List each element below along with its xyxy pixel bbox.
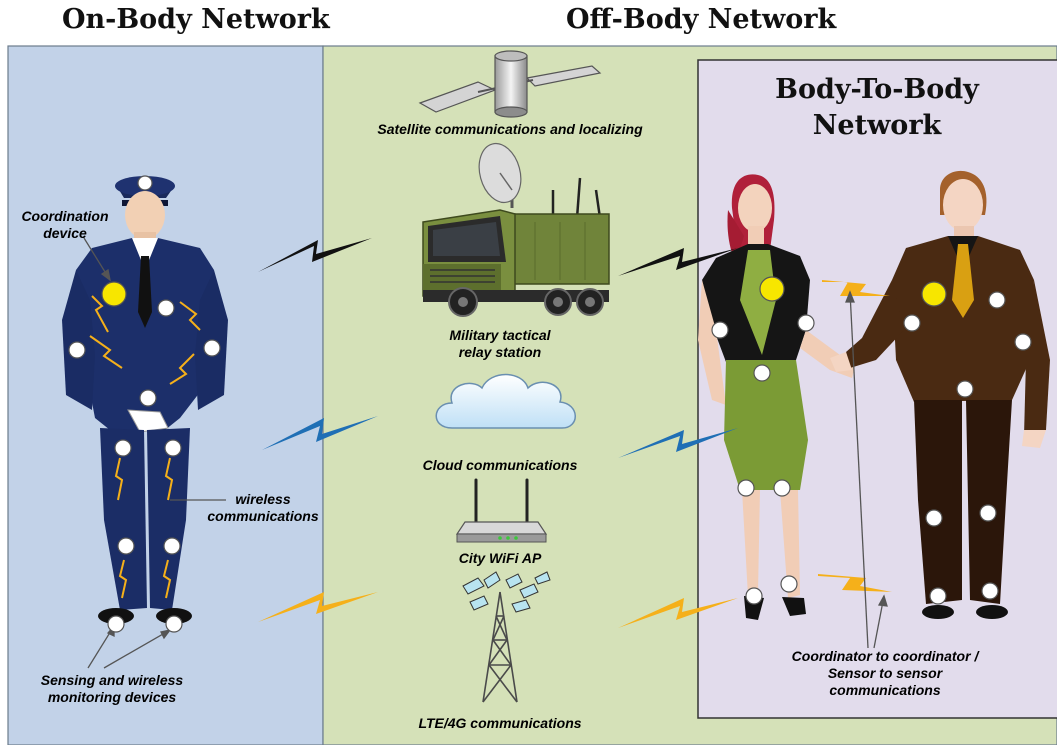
body-to-body-title-line2: Network xyxy=(812,110,942,141)
wifi-ap-label: City WiFi AP xyxy=(458,550,542,566)
coordinator-to-coordinator-label: Coordinator to coordinator / Sensor to s… xyxy=(760,648,1010,699)
c2c-label-line1: Coordinator to coordinator / xyxy=(791,648,979,664)
sensing-devices-label: Sensing and wireless monitoring devices xyxy=(12,672,212,706)
man-figure xyxy=(830,170,1050,619)
cloud-label: Cloud communications xyxy=(422,457,578,473)
link-bolt-blue-left xyxy=(262,416,378,450)
wireless-communications-label: wireless communications xyxy=(198,491,328,525)
wireless-label-line2: communications xyxy=(207,508,319,524)
annotation-arrows xyxy=(83,237,888,669)
link-bolt-blue-right xyxy=(618,428,738,458)
cloud-icon xyxy=(435,373,576,429)
link-bolt-orange-right xyxy=(618,598,738,628)
military-label-line1: Military tactical xyxy=(449,327,551,343)
b2b-bolt-top xyxy=(822,280,890,296)
link-bolt-black-left xyxy=(258,238,372,272)
lte-label: LTE/4G communications xyxy=(418,715,582,731)
b2b-bolt-bottom xyxy=(818,574,892,592)
coordinator-devices xyxy=(101,276,947,307)
military-relay-label: Military tactical relay station xyxy=(410,327,590,361)
military-truck-icon xyxy=(422,142,610,317)
body-to-body-title-line1: Body-To-Body xyxy=(775,74,979,105)
link-bolt-orange-left xyxy=(258,592,378,622)
coordination-device-label: Coordination device xyxy=(10,208,120,242)
wireless-label-line1: wireless xyxy=(235,491,291,507)
on-body-lightning-icons xyxy=(89,295,201,599)
satellite-label: Satellite communications and localizing xyxy=(377,121,643,137)
link-bolt-black-right xyxy=(618,248,738,276)
lte-tower-icon xyxy=(462,571,551,703)
c2c-label-line3: communications xyxy=(829,682,941,698)
sensing-label-line2: monitoring devices xyxy=(47,689,177,705)
wifi-router-icon xyxy=(455,478,548,543)
woman-figure xyxy=(698,174,856,620)
body-to-body-network-title: Body-To-Body Network xyxy=(698,72,1056,144)
coordination-label-line2: device xyxy=(43,225,87,241)
c2c-label-line2: Sensor to sensor xyxy=(827,665,943,681)
sensor-devices xyxy=(68,175,1032,633)
on-body-network-title: On-Body Network xyxy=(62,4,330,35)
satellite-icon xyxy=(418,50,602,118)
coordination-label-line1: Coordination xyxy=(21,208,109,224)
military-label-line2: relay station xyxy=(458,344,542,360)
sensing-label-line1: Sensing and wireless xyxy=(40,672,184,688)
off-body-network-title: Off-Body Network xyxy=(566,4,837,35)
